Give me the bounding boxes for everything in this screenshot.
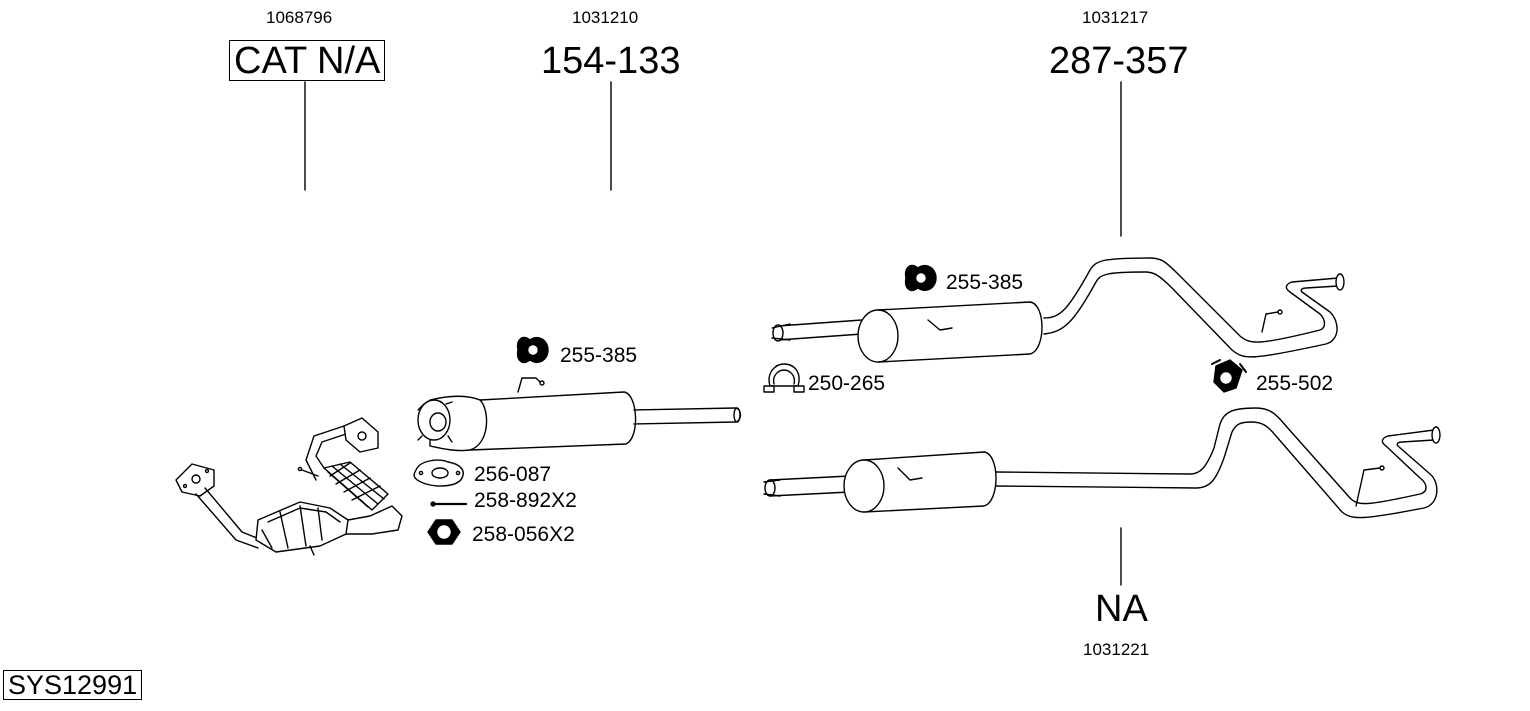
- accessory-bolt-label[interactable]: 258-892X2: [474, 489, 577, 512]
- part-code-rear-section[interactable]: NA: [1095, 588, 1148, 630]
- gasket-icon: [413, 459, 464, 487]
- front-muffler-drawing: [417, 377, 742, 452]
- part-oem-front-muffler: 1031210: [572, 8, 639, 27]
- accessory-hanger-rear-label[interactable]: 255-385: [946, 271, 1024, 294]
- accessory-clamp-label[interactable]: 250-265: [808, 372, 886, 395]
- nut-icon: [427, 519, 461, 545]
- part-oem-rear-section: 1031221: [1083, 640, 1150, 659]
- hanger-front-icon: [516, 336, 549, 364]
- part-code-cat[interactable]: CAT N/A: [229, 40, 386, 81]
- hanger-rubber-icon: [1211, 359, 1247, 393]
- system-id: SYS12991: [3, 670, 143, 700]
- rear-muffler-drawing: [771, 257, 1345, 363]
- part-code-rear-muffler[interactable]: 287-357: [1049, 40, 1189, 82]
- bolt-icon: [430, 501, 468, 507]
- accessory-nut-label[interactable]: 258-056X2: [472, 523, 575, 546]
- accessory-gasket-label[interactable]: 256-087: [474, 463, 552, 486]
- hanger-rear-icon: [904, 264, 937, 292]
- clamp-icon: [763, 363, 805, 393]
- accessory-hanger-rubber-label[interactable]: 255-502: [1256, 372, 1334, 395]
- part-oem-cat: 1068796: [266, 8, 333, 27]
- accessory-hanger-front-label[interactable]: 255-385: [560, 344, 638, 367]
- part-code-front-muffler[interactable]: 154-133: [541, 40, 681, 82]
- rear-section-drawing: [763, 407, 1441, 519]
- catalytic-converter-drawing: [175, 417, 403, 556]
- part-oem-rear-muffler: 1031217: [1082, 8, 1149, 27]
